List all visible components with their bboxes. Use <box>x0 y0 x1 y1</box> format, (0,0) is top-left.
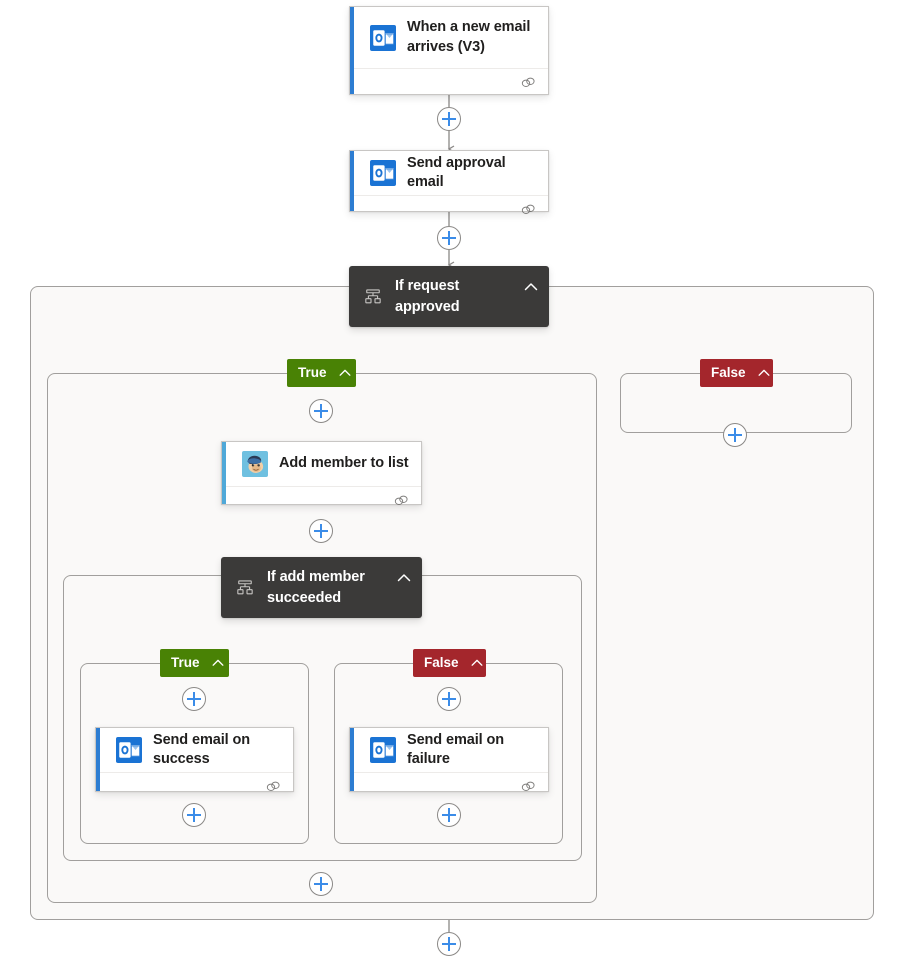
chevron-up-icon[interactable] <box>396 570 412 586</box>
action-card-send-email-on-success[interactable]: Send email on success <box>95 727 294 792</box>
card-footer <box>96 772 293 800</box>
mailchimp-icon <box>242 451 268 477</box>
branch-badge-inner-true[interactable]: True <box>160 649 229 677</box>
add-step-inner-true-bottom[interactable] <box>182 803 206 827</box>
add-step-outer-false[interactable] <box>723 423 747 447</box>
add-step-end-of-flow[interactable] <box>437 932 461 956</box>
card-body: Send email on failure <box>350 728 548 772</box>
card-accent-bar <box>96 728 100 791</box>
condition-card-if-add-member-succeeded[interactable]: If add member succeeded <box>221 557 422 618</box>
card-title: Send approval email <box>407 154 506 190</box>
condition-icon <box>237 579 253 594</box>
chevron-up-icon[interactable] <box>757 366 771 380</box>
card-body: Send email on success <box>96 728 293 772</box>
outlook-icon <box>116 737 142 763</box>
card-title: Send email on failure <box>407 731 504 767</box>
card-body: Send approval email <box>350 151 548 195</box>
branch-label: False <box>711 365 746 381</box>
connection-link-icon[interactable] <box>520 203 536 216</box>
condition-title: If add member succeeded <box>267 568 365 606</box>
action-card-add-member-to-list[interactable]: Add member to list <box>221 441 422 505</box>
chevron-up-icon[interactable] <box>338 366 352 380</box>
add-step-after-trigger[interactable] <box>437 107 461 131</box>
connection-link-icon[interactable] <box>265 780 281 793</box>
outlook-icon <box>370 737 396 763</box>
card-footer <box>222 486 421 514</box>
chevron-up-icon[interactable] <box>523 279 539 295</box>
card-footer <box>350 68 548 96</box>
card-body: When a new email arrives (V3) <box>350 7 548 68</box>
add-step-inner-false-bottom[interactable] <box>437 803 461 827</box>
card-accent-bar <box>350 728 354 791</box>
branch-label: True <box>171 655 200 671</box>
add-step-outer-true-top[interactable] <box>309 399 333 423</box>
add-step-outer-true-bottom[interactable] <box>309 872 333 896</box>
branch-label: True <box>298 365 327 381</box>
card-title: Send email on success <box>153 731 250 767</box>
add-step-after-add-member[interactable] <box>309 519 333 543</box>
action-card-send-approval-email[interactable]: Send approval email <box>349 150 549 214</box>
action-card-trigger[interactable]: When a new email arrives (V3) <box>349 6 549 95</box>
card-title: When a new email arrives (V3) <box>407 19 531 55</box>
outlook-icon <box>370 24 396 51</box>
card-footer <box>350 772 548 800</box>
card-accent-bar <box>350 151 354 211</box>
card-footer <box>350 195 548 223</box>
add-step-inner-false-top[interactable] <box>437 687 461 711</box>
outlook-icon <box>370 160 396 186</box>
add-step-inner-true-top[interactable] <box>182 687 206 711</box>
card-accent-bar <box>350 7 354 94</box>
card-accent-bar <box>222 442 226 504</box>
condition-card-if-request-approved[interactable]: If request approved <box>349 266 549 327</box>
condition-title: If request approved <box>395 277 460 315</box>
condition-icon <box>365 288 381 303</box>
connection-link-icon[interactable] <box>520 780 536 793</box>
add-step-after-send-approval[interactable] <box>437 226 461 250</box>
branch-badge-inner-false[interactable]: False <box>413 649 486 677</box>
branch-badge-outer-false[interactable]: False <box>700 359 773 387</box>
branch-label: False <box>424 655 459 671</box>
card-title: Add member to list <box>279 455 409 472</box>
branch-badge-outer-true[interactable]: True <box>287 359 356 387</box>
chevron-up-icon[interactable] <box>470 656 484 670</box>
connection-link-icon[interactable] <box>393 494 409 507</box>
chevron-up-icon[interactable] <box>211 656 225 670</box>
card-body: Add member to list <box>222 442 421 486</box>
connection-link-icon[interactable] <box>520 76 536 89</box>
action-card-send-email-on-failure[interactable]: Send email on failure <box>349 727 549 792</box>
